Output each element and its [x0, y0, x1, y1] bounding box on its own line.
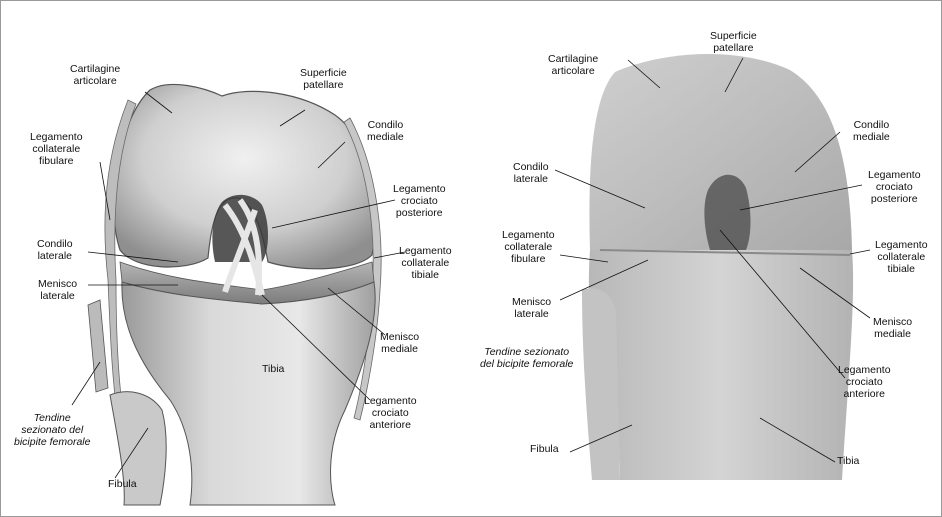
label-legamento-crociato-anteriore: Legamento crociato anteriore — [364, 395, 417, 431]
specimen-tibia — [589, 250, 853, 480]
label-tendine-bicipite: Tendine sezionato del bicipite femorale — [14, 412, 90, 448]
label-condilo-laterale: Condilo laterale — [37, 238, 73, 262]
label-tibia-right: Tibia — [837, 455, 859, 467]
label-cartilagine-articolare: Cartilagine articolare — [70, 63, 120, 87]
label-menisco-mediale: Menisco mediale — [380, 331, 419, 355]
label-fibula-right: Fibula — [530, 443, 559, 455]
label-legamento-crociato-posteriore-right: Legamento crociato posteriore — [868, 169, 921, 205]
label-condilo-mediale-right: Condilo mediale — [853, 119, 890, 143]
label-superficie-patellare: Superficie patellare — [300, 67, 347, 91]
label-legamento-collaterale-tibiale: Legamento collaterale tibiale — [399, 245, 452, 281]
label-menisco-laterale: Menisco laterale — [38, 278, 77, 302]
knee-illustration-panel: Cartilagine articolare Superficie patell… — [0, 0, 470, 517]
specimen-fibula — [582, 288, 620, 480]
label-tendine-bicipite-right: Tendine sezionato del bicipite femorale — [480, 346, 573, 370]
label-tibia: Tibia — [262, 363, 284, 375]
label-superficie-patellare-right: Superficie patellare — [710, 30, 757, 54]
biceps-tendon-stub — [88, 300, 108, 392]
label-legamento-collaterale-tibiale-right: Legamento collaterale tibiale — [875, 239, 928, 275]
label-cartilagine-articolare-right: Cartilagine articolare — [548, 53, 598, 77]
label-fibula: Fibula — [108, 478, 137, 490]
label-menisco-laterale-right: Menisco laterale — [512, 296, 551, 320]
label-legamento-crociato-posteriore: Legamento crociato posteriore — [393, 183, 446, 219]
label-legamento-crociato-anteriore-right: Legamento crociato anteriore — [838, 364, 891, 400]
label-condilo-laterale-right: Condilo laterale — [513, 161, 549, 185]
label-legamento-collaterale-fibulare-right: Legamento collaterale fibulare — [502, 229, 555, 265]
label-menisco-mediale-right: Menisco mediale — [873, 316, 912, 340]
label-legamento-collaterale-fibulare: Legamento collaterale fibulare — [30, 131, 83, 167]
knee-specimen-panel: Superficie patellare Cartilagine articol… — [470, 0, 942, 517]
label-condilo-mediale: Condilo mediale — [367, 119, 404, 143]
